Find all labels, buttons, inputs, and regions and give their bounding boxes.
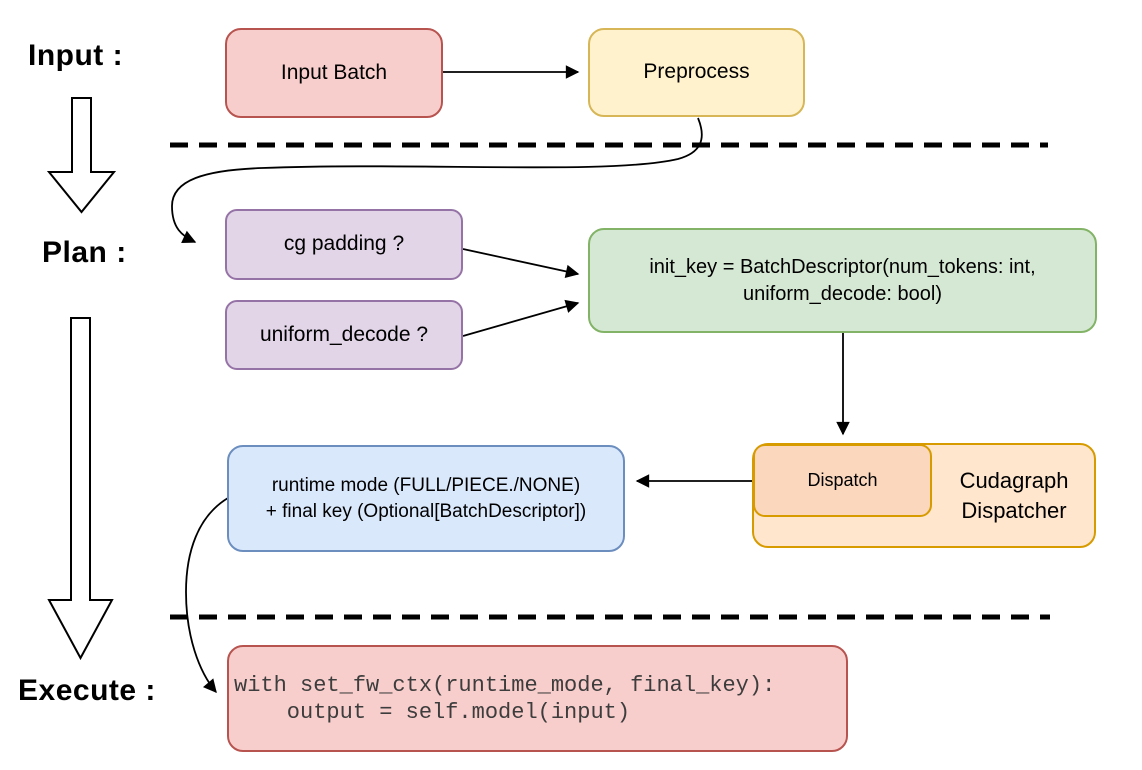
node-cg-padding-label: cg padding ? (283, 232, 405, 256)
node-uniform-decode-label: uniform_decode ? (259, 322, 429, 346)
node-init-key-line2: uniform_decode: bool) (742, 282, 942, 305)
node-dispatch-label: Dispatch (807, 470, 878, 491)
stage-label-plan: Plan : (42, 236, 127, 269)
stage-arrow-input-to-plan (46, 97, 117, 214)
node-uniform-decode: uniform_decode ? (225, 300, 463, 370)
stage-label-input: Input : (28, 39, 124, 72)
node-cudagraph-dispatcher-label: Cudagraph Dispatcher (935, 447, 1093, 545)
node-input-batch-label: Input Batch (280, 60, 388, 84)
node-execute-code: with set_fw_ctx(runtime_mode, final_key)… (227, 645, 848, 752)
arrow-runtimemode-to-code (185, 497, 229, 694)
node-preprocess: Preprocess (588, 28, 805, 117)
arrow-uniformdecode-to-initkey (462, 299, 580, 337)
execute-code-line2: output = self.model(input) (234, 699, 631, 725)
node-runtime-mode: runtime mode (FULL/PIECE./NONE) + final … (227, 445, 625, 552)
node-runtime-mode-line2: + final key (Optional[BatchDescriptor]) (265, 500, 587, 522)
node-init-key-line1: init_key = BatchDescriptor(num_tokens: i… (649, 255, 1036, 278)
cudagraph-label-line2: Dispatcher (961, 498, 1067, 523)
node-init-key: init_key = BatchDescriptor(num_tokens: i… (588, 228, 1097, 333)
cudagraph-label-line1: Cudagraph (959, 468, 1069, 494)
node-input-batch: Input Batch (225, 28, 443, 118)
stage-arrow-plan-to-execute (47, 317, 114, 661)
node-cg-padding: cg padding ? (225, 209, 463, 280)
arrow-preprocess-to-cgpadding (171, 117, 703, 244)
node-dispatch: Dispatch (753, 444, 932, 517)
execute-code-line1: with set_fw_ctx(runtime_mode, final_key)… (234, 672, 776, 698)
arrow-cgpadding-to-initkey (462, 248, 580, 279)
node-runtime-mode-line1: runtime mode (FULL/PIECE./NONE) (271, 474, 581, 496)
stage-label-execute: Execute : (18, 674, 156, 707)
node-preprocess-label: Preprocess (643, 60, 750, 84)
